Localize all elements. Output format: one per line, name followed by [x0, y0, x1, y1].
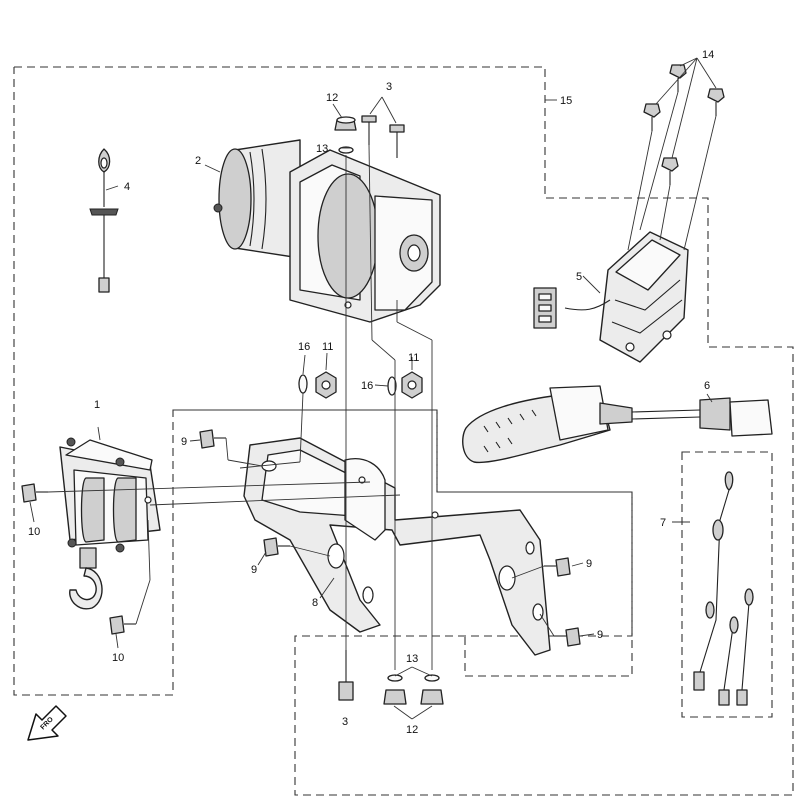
- callout-labels: 1 2 3 3 4 5 6 7 8 9 9 9 9 10 10 11 11 12…: [28, 49, 714, 736]
- callout-1: 1: [94, 399, 100, 411]
- callout-10-b: 10: [112, 652, 124, 664]
- remote-control-part-6: [462, 385, 773, 464]
- front-direction-arrow-icon: FRO: [27, 705, 67, 741]
- callout-7: 7: [660, 517, 666, 529]
- callout-3-bottom: 3: [342, 716, 348, 728]
- callout-12-top: 12: [326, 92, 338, 104]
- roller-fairlead-part-1: [59, 437, 161, 610]
- callout-11-a: 11: [322, 341, 333, 353]
- callout-11-b: 11: [408, 352, 419, 364]
- callout-6: 6: [704, 380, 710, 392]
- callout-13-bottom: 13: [406, 653, 418, 665]
- callout-leaders: [29, 57, 717, 720]
- callout-4: 4: [124, 181, 130, 193]
- callout-12-bottom: 12: [406, 724, 418, 736]
- callout-8: 8: [312, 597, 318, 609]
- callout-2: 2: [195, 155, 201, 167]
- callout-13-top: 13: [316, 143, 328, 155]
- assembly-guide-lines: [47, 91, 717, 670]
- callout-10-a: 10: [28, 526, 40, 538]
- winch-motor-part-2: [213, 139, 441, 323]
- callout-16-a: 16: [298, 341, 310, 353]
- mount-group-outline: [173, 409, 633, 677]
- contactor-part-5: [533, 231, 689, 363]
- callout-9-b: 9: [251, 564, 257, 576]
- bolts-part-14: [643, 64, 725, 185]
- callout-9-d: 9: [597, 629, 603, 641]
- fasteners: [21, 115, 581, 705]
- callout-16-b: 16: [361, 380, 373, 392]
- cable-group-outline-7: [681, 451, 773, 718]
- callout-3-top: 3: [386, 81, 392, 93]
- callout-14: 14: [702, 49, 714, 61]
- hook-strap-part-4: [89, 148, 119, 293]
- callout-9-a: 9: [181, 436, 187, 448]
- callout-15: 15: [560, 95, 572, 107]
- assembly-outline-15: [13, 66, 794, 796]
- callout-9-c: 9: [586, 558, 592, 570]
- callout-5: 5: [576, 271, 582, 283]
- cables-part-7: [693, 471, 754, 706]
